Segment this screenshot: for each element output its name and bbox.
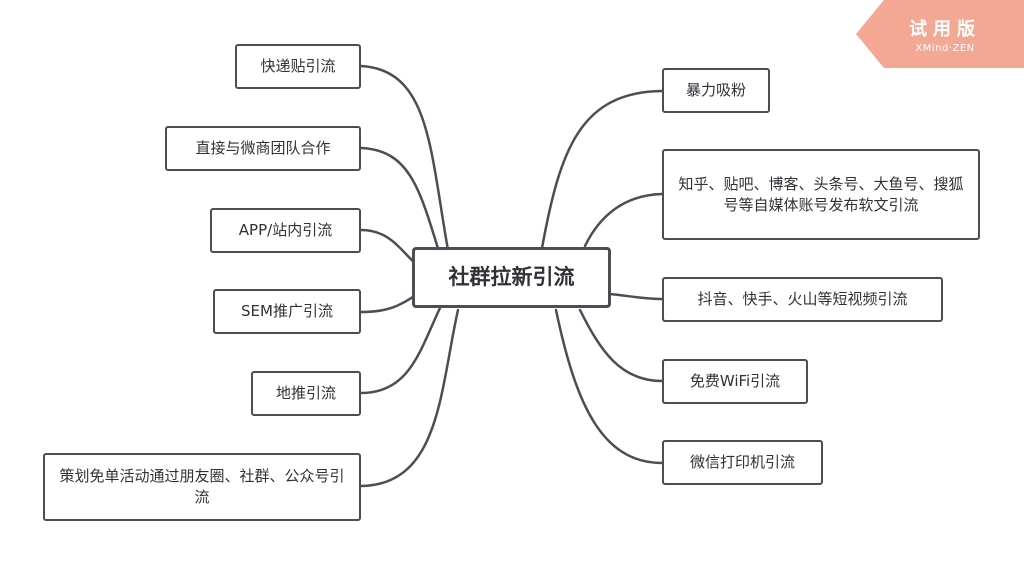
watermark-title: 试用版 xyxy=(909,19,981,40)
connector-left-6 xyxy=(359,308,460,488)
watermark-subtitle: XMind·ZEN xyxy=(915,43,975,54)
topic-left-4[interactable]: SEM推广引流 xyxy=(213,289,361,334)
topic-left-6[interactable]: 策划免单活动通过朋友圈、社群、公众号引流 xyxy=(43,453,361,521)
topic-left-1[interactable]: 快递贴引流 xyxy=(235,44,361,89)
topic-right-4[interactable]: 免费WiFi引流 xyxy=(662,359,808,404)
connector-right-2 xyxy=(583,192,664,248)
connector-right-5 xyxy=(554,308,664,465)
central-topic[interactable]: 社群拉新引流 xyxy=(412,247,611,308)
topic-left-5[interactable]: 地推引流 xyxy=(251,371,361,416)
connector-left-1 xyxy=(359,64,450,252)
topic-right-5[interactable]: 微信打印机引流 xyxy=(662,440,823,485)
watermark-badge-shape xyxy=(856,0,1024,68)
connector-right-3 xyxy=(608,292,664,301)
topic-right-1[interactable]: 暴力吸粉 xyxy=(662,68,770,113)
topic-left-3[interactable]: APP/站内引流 xyxy=(210,208,361,253)
connector-right-4 xyxy=(578,308,664,383)
connector-left-2 xyxy=(359,146,442,257)
topic-right-3[interactable]: 抖音、快手、火山等短视频引流 xyxy=(662,277,943,322)
topic-left-2[interactable]: 直接与微商团队合作 xyxy=(165,126,361,171)
topic-right-2[interactable]: 知乎、贴吧、博客、头条号、大鱼号、搜狐号等自媒体账号发布软文引流 xyxy=(662,149,980,240)
connector-left-4 xyxy=(359,293,418,314)
trial-watermark-badge: 试用版 XMind·ZEN xyxy=(856,0,1024,68)
connector-right-1 xyxy=(540,89,664,250)
connector-left-5 xyxy=(359,306,442,395)
